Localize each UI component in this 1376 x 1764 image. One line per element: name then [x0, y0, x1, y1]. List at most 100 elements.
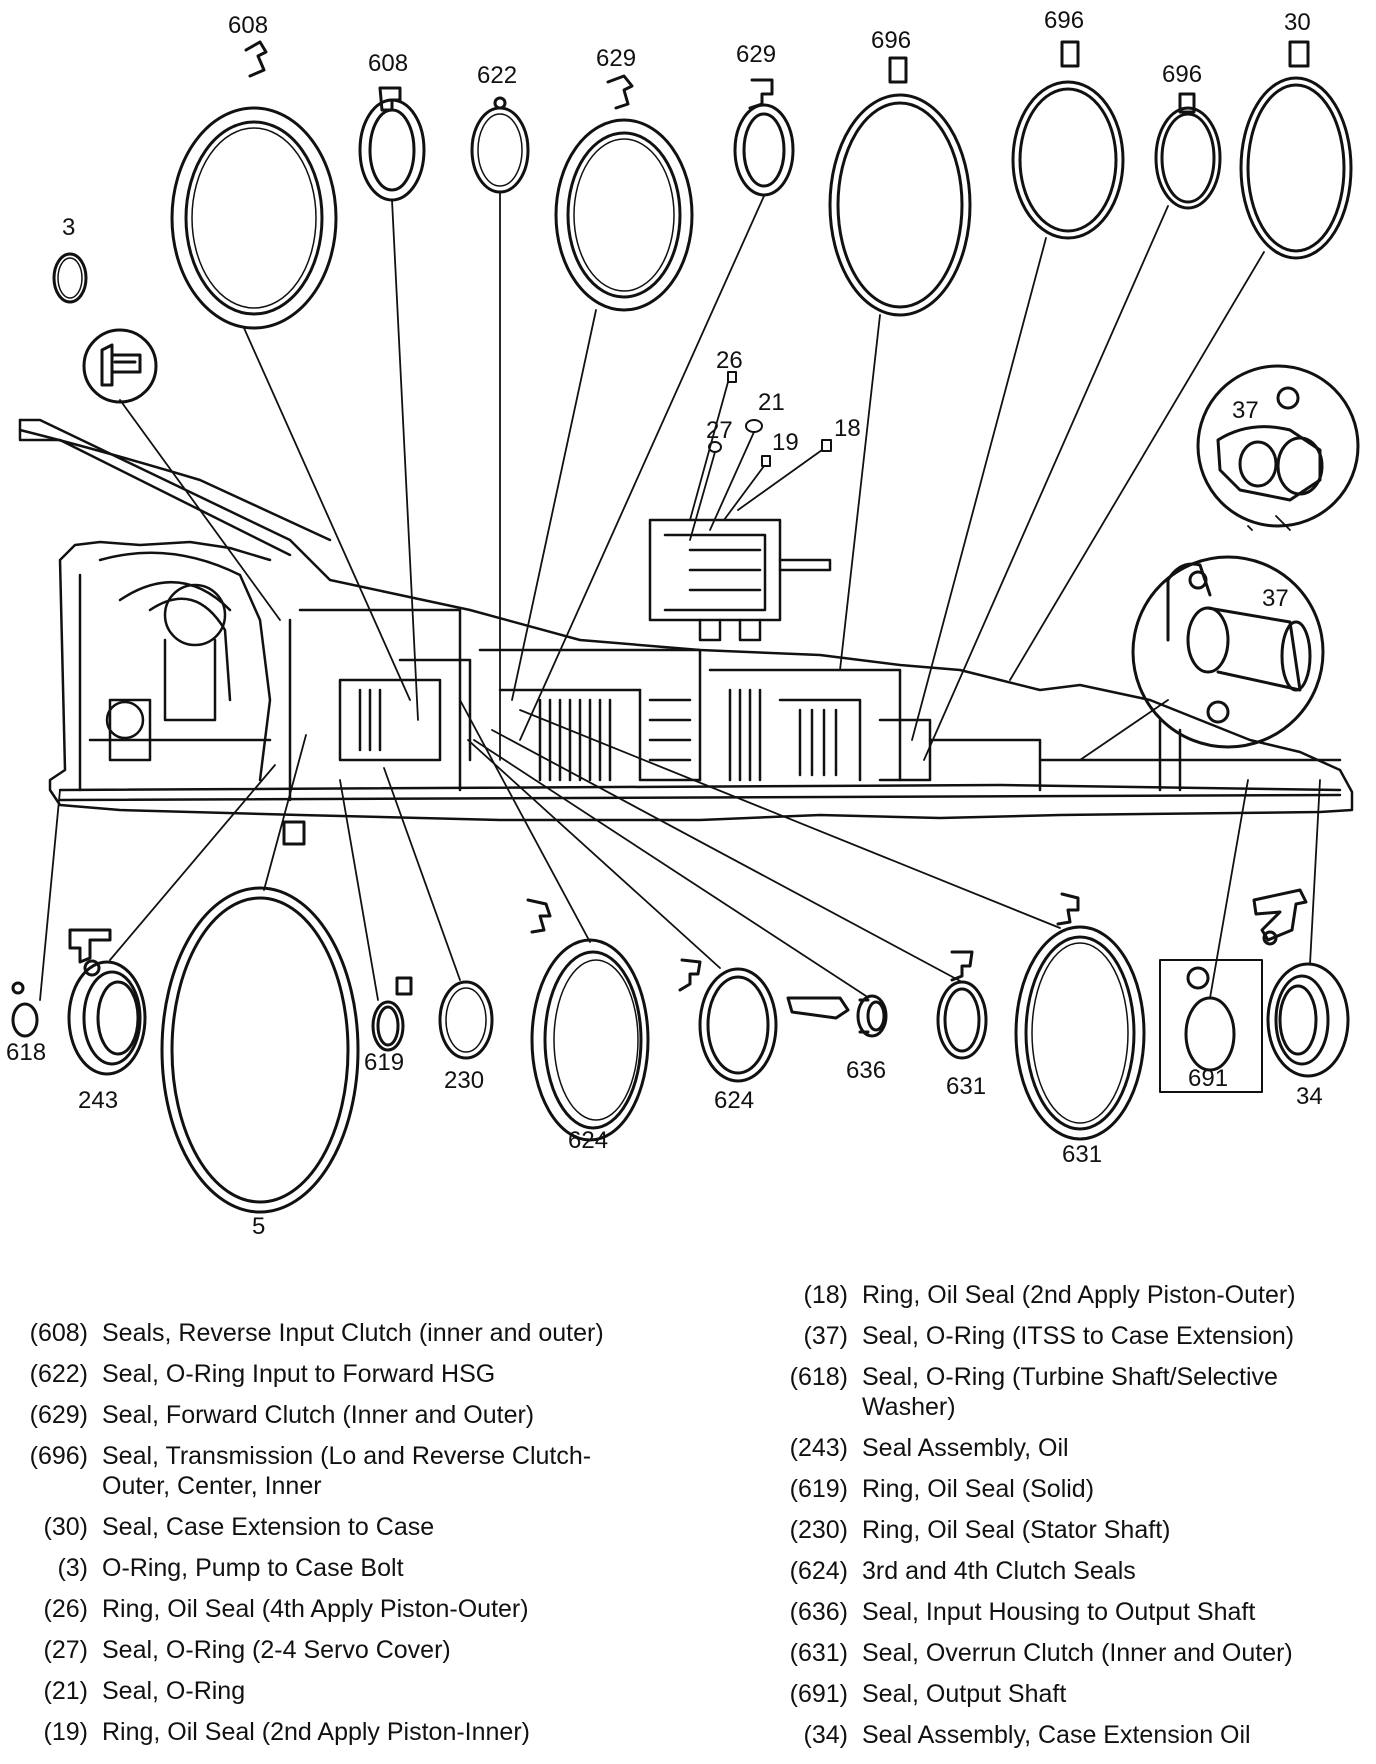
callout-37-oring: 37 — [1232, 397, 1259, 424]
callout-27: 27 — [706, 417, 733, 444]
seal-230 — [438, 980, 494, 1060]
symbol-hook-631b — [1056, 892, 1080, 926]
callout-30: 30 — [1284, 9, 1311, 36]
callout-37-sensor: 37 — [1262, 585, 1289, 612]
legend-description: O-Ring, Pump to Case Bolt — [102, 1554, 404, 1582]
symbol-square-5 — [282, 820, 306, 846]
legend-description: Ring, Oil Seal (4th Apply Piston-Outer) — [102, 1595, 529, 1623]
legend-code: (26) — [43, 1595, 88, 1623]
legend-entry: (624) 3rd and 4th Clutch Seals — [770, 1556, 1370, 1586]
legend-description: Seal, Overrun Clutch (Inner and Outer) — [862, 1639, 1293, 1667]
seal-624-inner — [698, 967, 778, 1083]
callout-618: 618 — [6, 1039, 46, 1066]
callout-631-inner: 631 — [946, 1073, 986, 1100]
legend-left: (608) Seals, Reverse Input Clutch (inner … — [10, 1318, 620, 1758]
seal-624-outer — [530, 938, 650, 1142]
legend-entry: (618) Seal, O-Ring (Turbine Shaft/Selecti… — [770, 1362, 1370, 1422]
seal-622 — [470, 106, 530, 194]
legend-entry: (21)Seal, O-Ring — [10, 1676, 620, 1706]
legend-description: 3rd and 4th Clutch Seals — [862, 1557, 1136, 1585]
legend-description: Seal, Output Shaft — [862, 1680, 1067, 1708]
symbol-square-619 — [395, 976, 413, 996]
detail-circle-itss-sensor — [1131, 555, 1325, 749]
seal-619 — [371, 1000, 405, 1052]
legend-code: (37) — [803, 1322, 848, 1350]
callout-696-outer: 696 — [871, 27, 911, 54]
legend-description: Seal, O-Ring (Turbine Shaft/Selective Wa… — [862, 1363, 1278, 1421]
symbol-hook-608b — [378, 86, 402, 112]
legend-description: Seals, Reverse Input Clutch (inner and o… — [102, 1319, 604, 1347]
seal-696-inner — [1154, 106, 1222, 210]
callout-21: 21 — [758, 389, 785, 416]
callout-19: 19 — [772, 429, 799, 456]
legend-code: (230) — [789, 1516, 848, 1544]
legend-entry: (19)Ring, Oil Seal (2nd Apply Piston-Inn… — [10, 1717, 620, 1747]
symbol-square-18 — [821, 439, 832, 452]
callout-34: 34 — [1296, 1083, 1323, 1110]
callout-629-outer: 629 — [596, 45, 636, 72]
callout-691: 691 — [1188, 1065, 1228, 1092]
legend-description: Ring, Oil Seal (2nd Apply Piston-Outer) — [862, 1281, 1296, 1309]
legend-entry: (34)Seal Assembly, Case Extension Oil — [770, 1720, 1370, 1750]
legend-code: (624) — [789, 1557, 848, 1585]
callout-608-inner: 608 — [368, 50, 408, 77]
legend-entry: (636)Seal, Input Housing to Output Shaft — [770, 1597, 1370, 1627]
legend-code: (696) — [29, 1442, 88, 1470]
exploded-seal-diagram: 608 608 622 629 629 696 696 696 30 3 26 … — [6, 7, 1360, 1240]
symbol-circle-618 — [11, 981, 25, 995]
detail-circle-pump-bolt — [82, 328, 158, 404]
legend-code: (619) — [789, 1475, 848, 1503]
legend-description: Seal, O-Ring — [102, 1677, 246, 1705]
seal-5 — [160, 886, 360, 1214]
legend-entry: (691) Seal, Output Shaft — [770, 1679, 1370, 1709]
seal-608-outer — [170, 106, 338, 330]
legend-code: (30) — [43, 1513, 88, 1541]
legend-code: (608) — [29, 1319, 88, 1347]
seal-629-outer — [554, 118, 694, 312]
symbol-square-30 — [1288, 40, 1310, 68]
callout-622: 622 — [477, 62, 517, 89]
legend-description: Seal, O-Ring (ITSS to Case Extension) — [862, 1322, 1295, 1350]
symbol-circle-622 — [493, 96, 507, 110]
legend-code: (243) — [789, 1434, 848, 1462]
symbol-hook-608a — [244, 40, 268, 78]
seal-631-inner — [936, 980, 988, 1060]
symbol-hook-34 — [1252, 888, 1308, 946]
legend-entry: (243)Seal Assembly, Oil — [770, 1433, 1370, 1463]
legend-code: (3) — [57, 1554, 88, 1582]
legend-code: (618) — [789, 1363, 848, 1391]
legend-description: Seal, O-Ring Input to Forward HSG — [102, 1360, 496, 1388]
legend-code: (19) — [43, 1718, 88, 1746]
seal-631-outer — [1014, 925, 1146, 1141]
legend-code: (691) — [789, 1680, 848, 1708]
callout-labels: 608 608 622 629 629 696 696 696 30 3 26 … — [6, 7, 1323, 1240]
callout-636: 636 — [846, 1057, 886, 1084]
seal-618 — [11, 1002, 39, 1038]
legend-description: Ring, Oil Seal (Solid) — [862, 1475, 1095, 1503]
symbol-square-696a — [888, 56, 908, 84]
legend-entry: (3) O-Ring, Pump to Case Bolt — [10, 1553, 620, 1583]
legend-description: Seal, Forward Clutch (Inner and Outer) — [102, 1401, 535, 1429]
legend-description: Ring, Oil Seal (Stator Shaft) — [862, 1516, 1171, 1544]
diagram-svg: 608 608 622 629 629 696 696 696 30 3 26 … — [6, 7, 1360, 1240]
callout-631-outer: 631 — [1062, 1141, 1102, 1168]
legend-entry: (26) Ring, Oil Seal (4th Apply Piston-Out… — [10, 1594, 620, 1624]
callout-3: 3 — [62, 214, 75, 241]
legend-code: (629) — [29, 1401, 88, 1429]
callout-18: 18 — [834, 415, 861, 442]
legend-entry: (37) Seal, O-Ring (ITSS to Case Extension… — [770, 1321, 1370, 1351]
transmission-case — [18, 418, 1354, 822]
callout-608-outer: 608 — [228, 12, 268, 39]
callout-624-inner: 624 — [714, 1087, 754, 1114]
legend-code: (622) — [29, 1360, 88, 1388]
legend-entry: (30)Seal, Case Extension to Case — [10, 1512, 620, 1542]
symbol-hook-629a — [606, 74, 634, 110]
callout-629-inner: 629 — [736, 41, 776, 68]
seal-243 — [67, 960, 147, 1076]
leader-lines — [39, 191, 1321, 1001]
legend-description: Seal Assembly, Case Extension Oil — [862, 1721, 1251, 1749]
symbol-hook-631a — [950, 950, 974, 982]
callout-696-center: 696 — [1044, 7, 1084, 34]
symbol-square-19 — [761, 455, 771, 467]
legend-entry: (631)Seal, Overrun Clutch (Inner and Out… — [770, 1638, 1370, 1668]
